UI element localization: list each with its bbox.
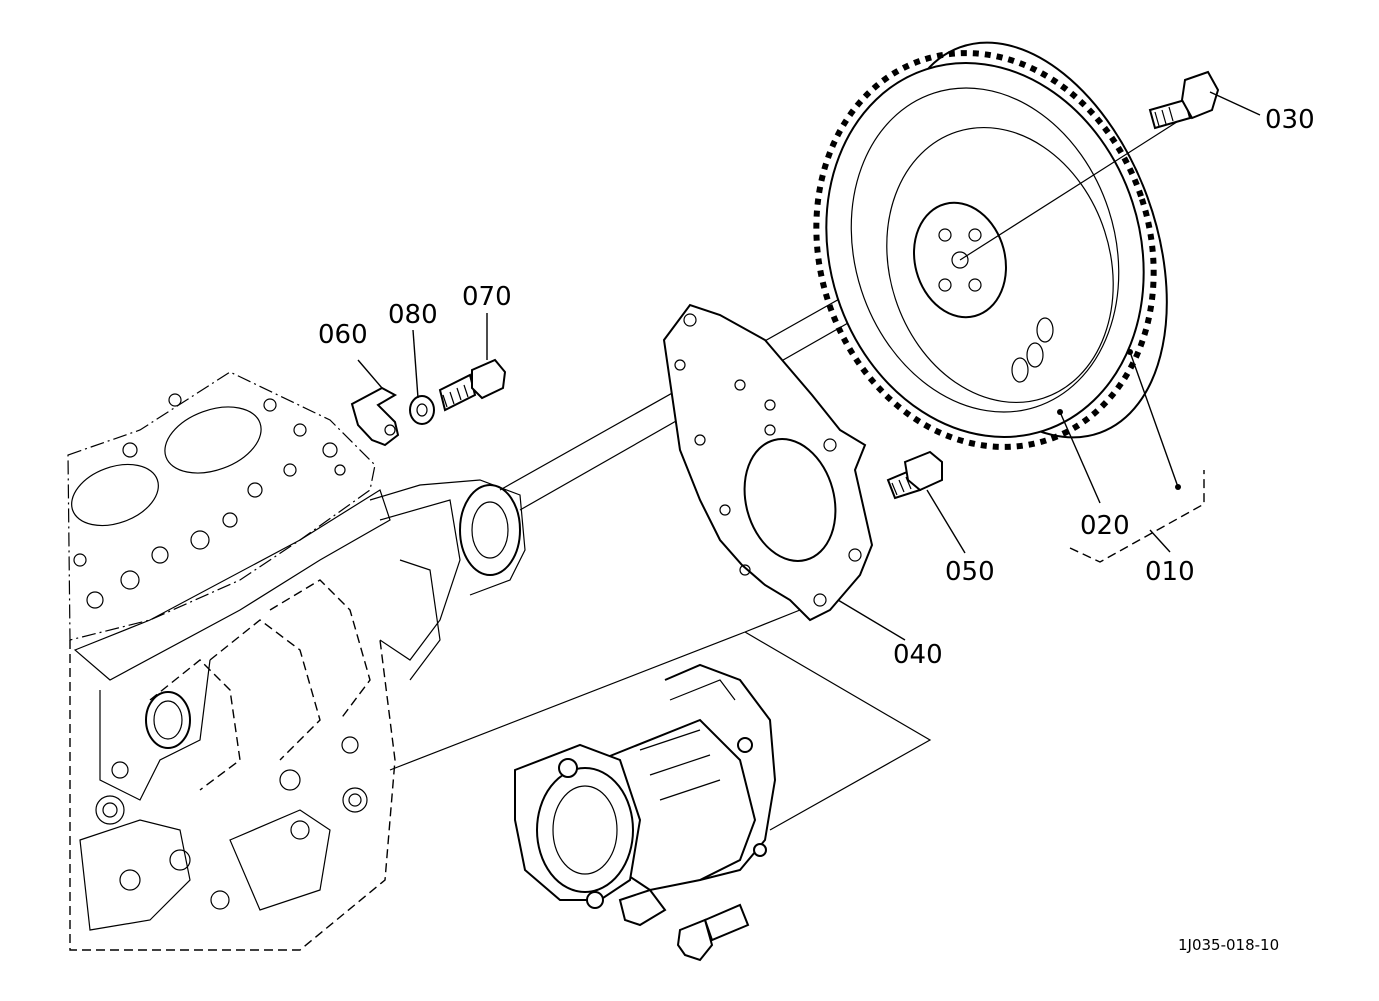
- clip-assembly: [350, 313, 507, 447]
- flywheel: [813, 41, 1205, 563]
- part-label-010: 010: [1145, 557, 1195, 587]
- bolt-050: [886, 450, 966, 554]
- part-label-020: 020: [1080, 511, 1130, 541]
- part-label-030: 030: [1265, 105, 1315, 135]
- part-label-080: 080: [388, 300, 438, 330]
- starter-motor: [389, 609, 932, 962]
- part-label-050: 050: [945, 557, 995, 587]
- part-label-040: 040: [893, 640, 943, 670]
- part-label-060: 060: [318, 320, 368, 350]
- bolt-030: [1148, 70, 1261, 130]
- drawing-reference-code: 1J035-018-10: [1178, 936, 1279, 954]
- adapter-plate: [662, 303, 906, 641]
- part-label-070: 070: [462, 282, 512, 312]
